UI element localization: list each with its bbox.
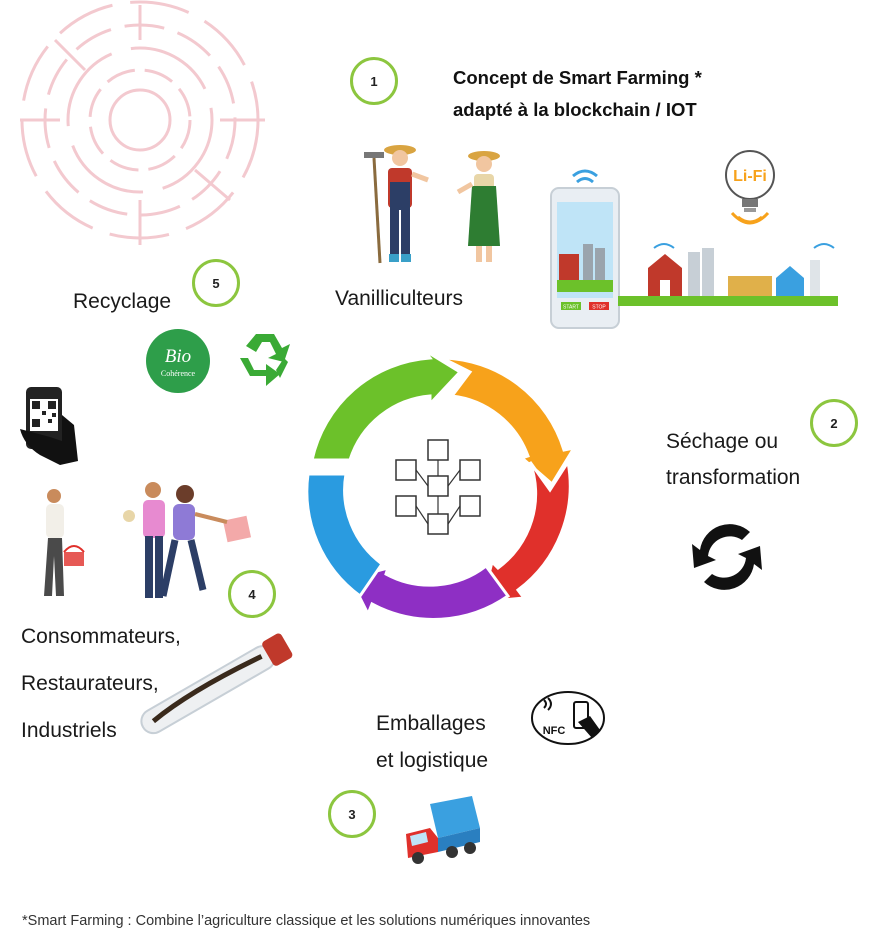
truck-icon (406, 796, 480, 864)
qr-phone-icon (20, 387, 78, 465)
step-4-badge: 4 (228, 570, 276, 618)
lifi-bulb-icon: Li-Fi (725, 150, 775, 225)
cycle-arrow-blue (305, 472, 385, 599)
couple-shopping-icon (123, 482, 252, 598)
step-3-label-line2: et logistique (376, 749, 489, 772)
step-2-label-line1: Séchage ou (666, 430, 779, 453)
transform-cycle-icon (692, 524, 762, 590)
step-4-label-line3: Industriels (21, 719, 117, 742)
step-2-label-line2: transformation (666, 466, 801, 489)
page-title: Concept de Smart Farming * adapté à la b… (453, 62, 702, 126)
vanilla-tube-icon (140, 633, 293, 735)
step-5-badge: 5 (192, 259, 240, 307)
circuit-decoration (20, 0, 265, 245)
step-3-badge: 3 (328, 790, 376, 838)
nfc-icon: NFC (531, 691, 605, 745)
shopper-icon (44, 489, 85, 596)
blockchain-cubes-icon (395, 439, 481, 535)
step-4-label-line2: Restaurateurs, (21, 672, 159, 695)
start-text: START (563, 305, 579, 311)
nfc-text: NFC (543, 725, 566, 737)
step-4-label-line1: Consommateurs, (21, 625, 181, 648)
coherence-text: Cohérence (161, 369, 196, 378)
footnote: *Smart Farming : Combine l’agriculture c… (22, 913, 591, 929)
smartphone-farm-icon: START STOP (550, 169, 620, 329)
step-3-label-line1: Emballages (376, 712, 486, 735)
farm-buildings-icon (618, 243, 838, 306)
cycle-arrow-orange (441, 356, 578, 487)
lifi-text: Li-Fi (733, 168, 767, 185)
page-title-line1: Concept de Smart Farming * (453, 67, 702, 88)
page-title-line2: adapté à la blockchain / IOT (453, 99, 697, 120)
recycle-icon (240, 334, 290, 386)
cycle-arrow-green (310, 350, 463, 462)
step-1-label: Vanilliculteurs (335, 287, 463, 310)
step-5-label: Recyclage (73, 290, 172, 313)
bio-coherence-logo: Bio Cohérence (146, 329, 210, 393)
cycle-diagram (305, 350, 578, 621)
farmer-woman-icon (456, 151, 500, 262)
bio-text: Bio (165, 346, 191, 367)
step-1-badge: 1 (350, 57, 398, 105)
step-2-badge: 2 (810, 399, 858, 447)
stop-text: STOP (592, 305, 606, 311)
farmer-man-icon (364, 145, 429, 264)
